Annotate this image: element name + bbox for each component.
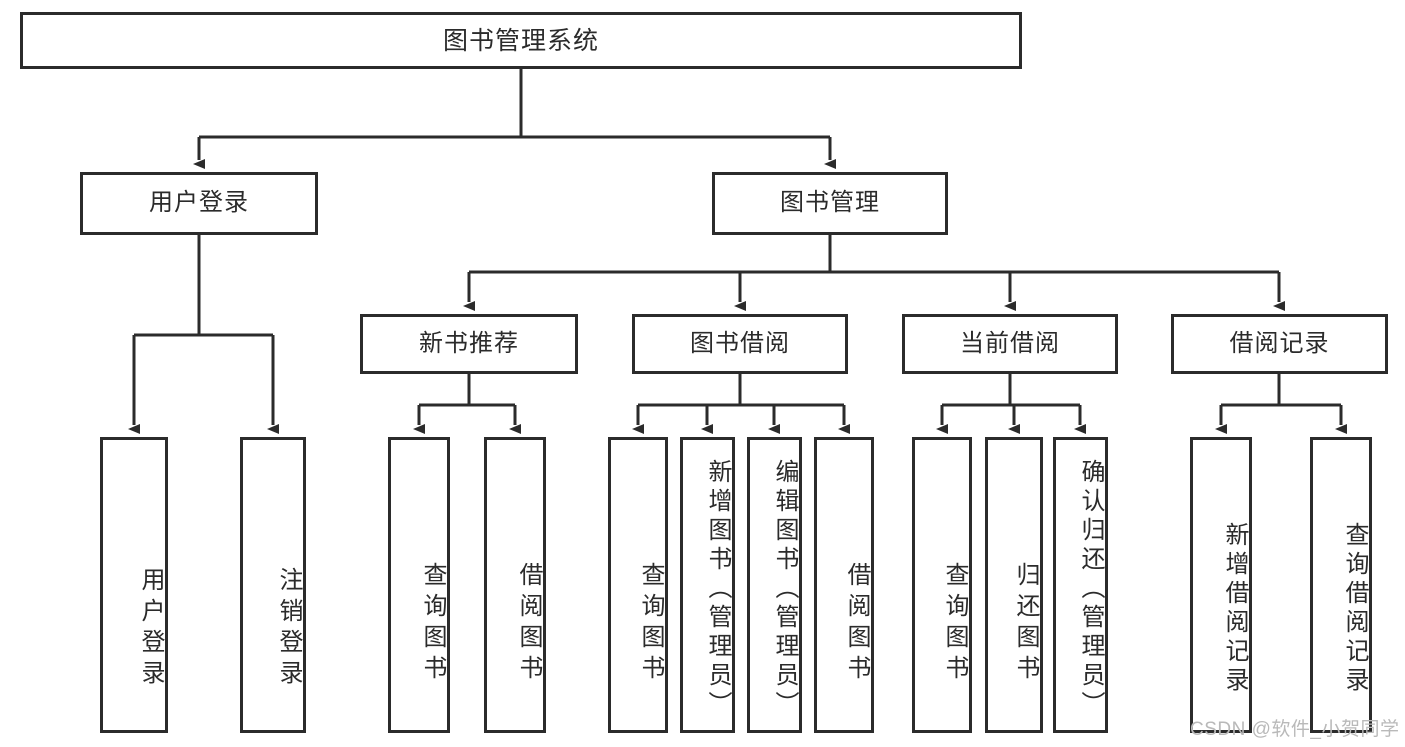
csdn-watermark: CSDN @软件_小贺同学 bbox=[1190, 719, 1400, 740]
node-label: 新增借阅记录 bbox=[1221, 522, 1248, 696]
node-label: 当前借阅 bbox=[960, 329, 1060, 357]
node-leaf-edit-book-admin[interactable]: 编辑图书（管理员） bbox=[747, 437, 802, 733]
node-leaf-add-book-admin[interactable]: 新增图书（管理员） bbox=[680, 437, 735, 733]
node-book-borrow[interactable]: 图书借阅 bbox=[632, 314, 848, 374]
node-user-login[interactable]: 用户登录 bbox=[80, 172, 318, 235]
node-leaf-query-book-1[interactable]: 查询图书 bbox=[388, 437, 450, 733]
node-label: 用户登录 bbox=[149, 189, 249, 217]
node-leaf-user-logout[interactable]: 注销登录 bbox=[240, 437, 306, 733]
node-book-management[interactable]: 图书管理 bbox=[712, 172, 948, 235]
node-label: 借阅图书 bbox=[843, 562, 870, 686]
node-label: 查询借阅记录 bbox=[1341, 522, 1368, 696]
node-label: 查询图书 bbox=[637, 562, 664, 686]
node-label: 编辑图书（管理员） bbox=[771, 458, 798, 720]
node-label: 借阅记录 bbox=[1229, 329, 1330, 357]
node-borrow-records[interactable]: 借阅记录 bbox=[1171, 314, 1388, 374]
node-leaf-borrow-book-1[interactable]: 借阅图书 bbox=[484, 437, 546, 733]
node-leaf-query-book-3[interactable]: 查询图书 bbox=[912, 437, 972, 733]
node-label: 查询图书 bbox=[419, 562, 446, 686]
node-label: 归还图书 bbox=[1012, 562, 1039, 686]
node-label: 用户登录 bbox=[137, 567, 164, 691]
node-label: 图书管理 bbox=[780, 189, 880, 217]
node-label: 借阅图书 bbox=[515, 562, 542, 686]
node-label: 图书管理系统 bbox=[442, 26, 599, 55]
node-label: 确认归还（管理员） bbox=[1077, 458, 1104, 720]
node-new-book-recommend[interactable]: 新书推荐 bbox=[360, 314, 578, 374]
node-leaf-query-book-2[interactable]: 查询图书 bbox=[608, 437, 668, 733]
node-leaf-return-book[interactable]: 归还图书 bbox=[985, 437, 1043, 733]
node-leaf-user-login[interactable]: 用户登录 bbox=[100, 437, 168, 733]
node-label: 注销登录 bbox=[275, 567, 302, 691]
node-leaf-confirm-return[interactable]: 确认归还（管理员） bbox=[1053, 437, 1108, 733]
node-current-borrow[interactable]: 当前借阅 bbox=[902, 314, 1118, 374]
node-label: 图书借阅 bbox=[690, 329, 790, 357]
node-label: 新书推荐 bbox=[419, 329, 519, 357]
node-leaf-query-borrow-record[interactable]: 查询借阅记录 bbox=[1310, 437, 1372, 733]
node-label: 新增图书（管理员） bbox=[704, 458, 731, 720]
node-label: 查询图书 bbox=[941, 562, 968, 686]
node-root[interactable]: 图书管理系统 bbox=[20, 12, 1022, 69]
node-leaf-add-borrow-record[interactable]: 新增借阅记录 bbox=[1190, 437, 1252, 733]
node-leaf-borrow-book-2[interactable]: 借阅图书 bbox=[814, 437, 874, 733]
